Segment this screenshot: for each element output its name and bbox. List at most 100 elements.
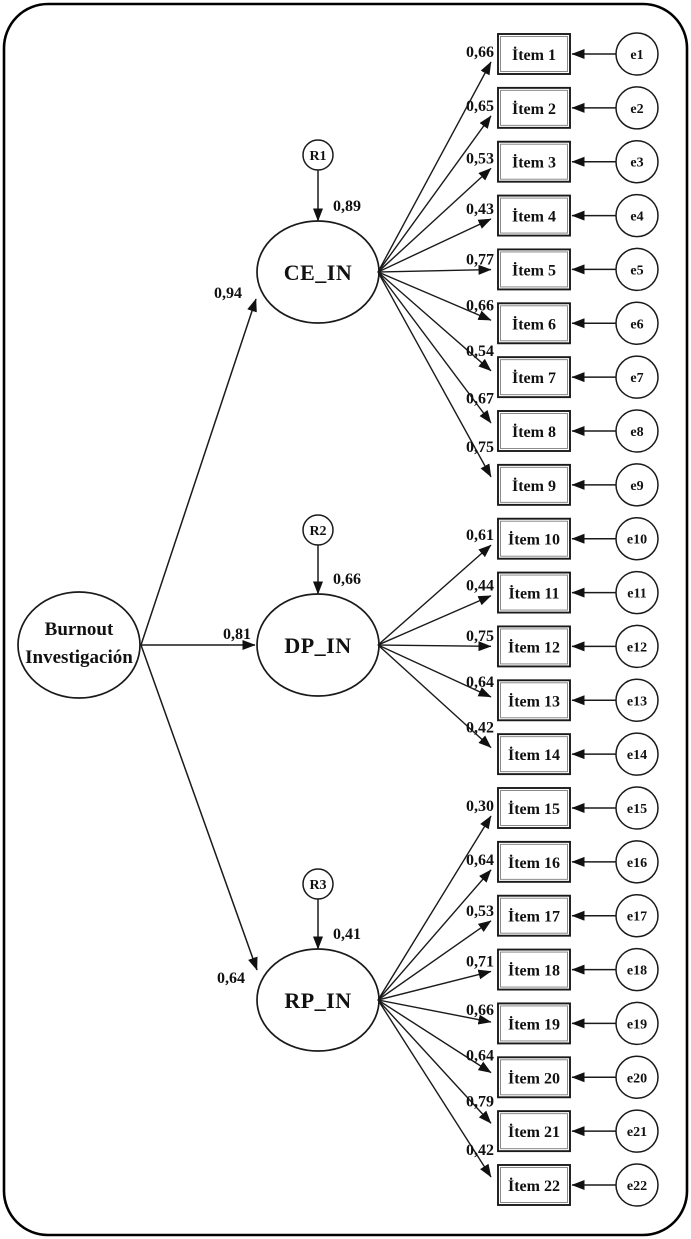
error-circle <box>615 947 659 992</box>
error-label: e5 <box>630 263 643 278</box>
error-circle <box>615 570 659 615</box>
loading-value: 0,53 <box>466 150 494 167</box>
item-box <box>497 33 571 75</box>
error-label: e12 <box>627 640 647 655</box>
path-root-to-CE_IN <box>140 298 257 646</box>
factor-label-CE_IN: CE_IN <box>284 260 353 285</box>
loading-value: 0,71 <box>466 953 494 970</box>
item-box <box>497 894 571 937</box>
error-circle <box>615 732 659 776</box>
item-label: İtem 11 <box>508 584 559 603</box>
residual-label-R2: R2 <box>309 524 326 539</box>
item-label: İtem 3 <box>512 153 556 172</box>
item-box-inner <box>500 520 568 557</box>
item-box <box>497 1002 571 1045</box>
loading-arrow-CE_IN <box>377 271 492 321</box>
error-label: e18 <box>627 964 647 979</box>
item-label: İtem 8 <box>512 422 556 441</box>
item-box-inner <box>500 1166 568 1203</box>
item-label: İtem 6 <box>512 314 556 333</box>
error-label: e22 <box>627 1179 647 1194</box>
loading-arrow-RP_IN <box>377 920 492 1001</box>
loading-arrow-DP_IN <box>377 544 492 646</box>
error-circle <box>615 355 659 399</box>
loading-arrow-CE_IN <box>377 271 492 372</box>
loading-value: 0,75 <box>466 628 494 645</box>
item-label: İtem 15 <box>508 799 560 818</box>
burnout-root-label-line2: Investigación <box>25 647 133 668</box>
error-label: e11 <box>627 587 646 602</box>
error-label: e10 <box>627 533 647 548</box>
residual-label-R3: R3 <box>309 878 326 893</box>
item-label: İtem 5 <box>512 260 556 279</box>
loading-arrow-RP_IN <box>377 815 492 1001</box>
item-label: İtem 18 <box>508 961 560 980</box>
error-circle <box>615 86 659 130</box>
item-label: İtem 21 <box>508 1122 560 1141</box>
error-label: e15 <box>627 802 647 817</box>
error-circle <box>615 624 659 669</box>
residual-value-DP_IN: 0,66 <box>333 571 361 588</box>
item-box-inner <box>500 843 568 880</box>
item-box-inner <box>500 359 568 396</box>
error-label: e3 <box>630 156 643 171</box>
item-label: İtem 14 <box>508 745 560 764</box>
error-label: e16 <box>627 856 647 871</box>
error-label: e17 <box>627 910 647 925</box>
loading-arrow-CE_IN <box>377 167 492 273</box>
error-circle <box>615 678 659 723</box>
item-box-inner <box>500 789 568 826</box>
loading-value: 0,65 <box>466 98 494 115</box>
loading-value: 0,54 <box>466 343 494 360</box>
error-circle <box>615 32 659 76</box>
item-label: İtem 20 <box>508 1068 560 1087</box>
item-box-inner <box>500 897 568 934</box>
error-label: e7 <box>630 371 643 386</box>
loading-arrow-CE_IN <box>377 271 492 424</box>
item-label: İtem 1 <box>512 45 556 64</box>
item-box-inner <box>500 143 568 180</box>
loading-value: 0,66 <box>466 298 494 315</box>
item-box <box>497 410 571 452</box>
loading-value: 0,64 <box>466 674 494 691</box>
error-label: e13 <box>627 694 647 709</box>
item-box <box>497 1164 571 1206</box>
loading-arrow-CE_IN <box>377 218 492 273</box>
item-label: İtem 10 <box>508 530 560 549</box>
error-label: e6 <box>630 317 643 332</box>
burnout-root-label-line1: Burnout <box>45 619 114 640</box>
error-circle <box>615 193 659 238</box>
loading-arrow-RP_IN <box>377 869 492 1001</box>
item-box <box>497 625 571 668</box>
item-label: İtem 16 <box>508 853 560 872</box>
error-circle <box>615 786 659 830</box>
loading-arrow-DP_IN <box>377 641 492 652</box>
loading-value: 0,42 <box>466 1142 494 1159</box>
loading-value: 0,42 <box>466 720 494 737</box>
error-circle <box>615 1163 659 1207</box>
residual-value-RP_IN: 0,41 <box>333 926 361 943</box>
item-box <box>497 86 571 129</box>
item-box-inner <box>500 466 568 503</box>
error-label: e8 <box>630 425 643 440</box>
error-circle <box>615 409 659 453</box>
loading-value: 0,75 <box>466 439 494 456</box>
item-box <box>497 1110 571 1153</box>
item-label: İtem 2 <box>512 99 556 118</box>
item-box-inner <box>500 628 568 665</box>
error-circle <box>615 247 659 292</box>
item-label: İtem 13 <box>508 691 560 710</box>
error-circle <box>615 1109 659 1153</box>
loading-arrow-CE_IN <box>377 61 492 273</box>
item-box-inner <box>500 1005 568 1042</box>
error-label: e20 <box>627 1071 647 1086</box>
loading-arrow-RP_IN <box>377 999 492 1124</box>
item-box-inner <box>500 574 568 611</box>
error-label: e4 <box>630 210 643 225</box>
error-label: e14 <box>627 748 647 763</box>
path-coefficient-DP_IN: 0,81 <box>223 626 251 643</box>
loading-arrow-CE_IN <box>377 264 492 275</box>
item-box <box>497 140 571 183</box>
